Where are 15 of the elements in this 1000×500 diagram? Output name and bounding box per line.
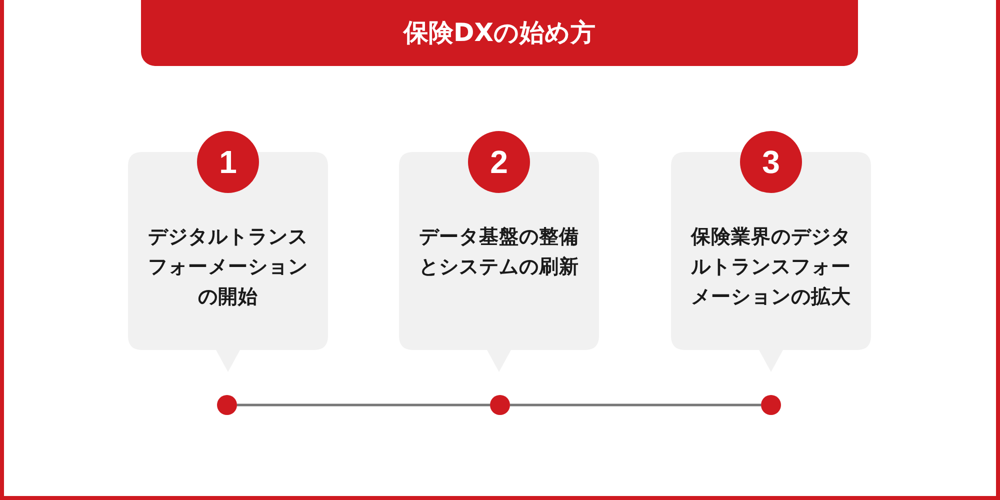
speech-bubble bbox=[128, 152, 328, 372]
timeline-dot bbox=[761, 395, 781, 415]
step-number-badge: 2 bbox=[468, 131, 530, 193]
timeline-dot bbox=[217, 395, 237, 415]
speech-bubble bbox=[399, 152, 599, 372]
speech-bubble bbox=[671, 152, 871, 372]
title-text: 保険DXの始め方 bbox=[403, 18, 596, 48]
step-description: デジタルトランスフォーメーションの開始 bbox=[147, 224, 309, 310]
step-description: 保険業界のデジタルトランスフォーメーションの拡大 bbox=[690, 224, 852, 310]
timeline-line bbox=[237, 404, 490, 406]
timeline-line bbox=[510, 404, 761, 406]
timeline-dot bbox=[490, 395, 510, 415]
step-description: データ基盤の整備とシステムの刷新 bbox=[418, 224, 580, 280]
step-number-badge: 1 bbox=[197, 131, 259, 193]
step-number-badge: 3 bbox=[740, 131, 802, 193]
